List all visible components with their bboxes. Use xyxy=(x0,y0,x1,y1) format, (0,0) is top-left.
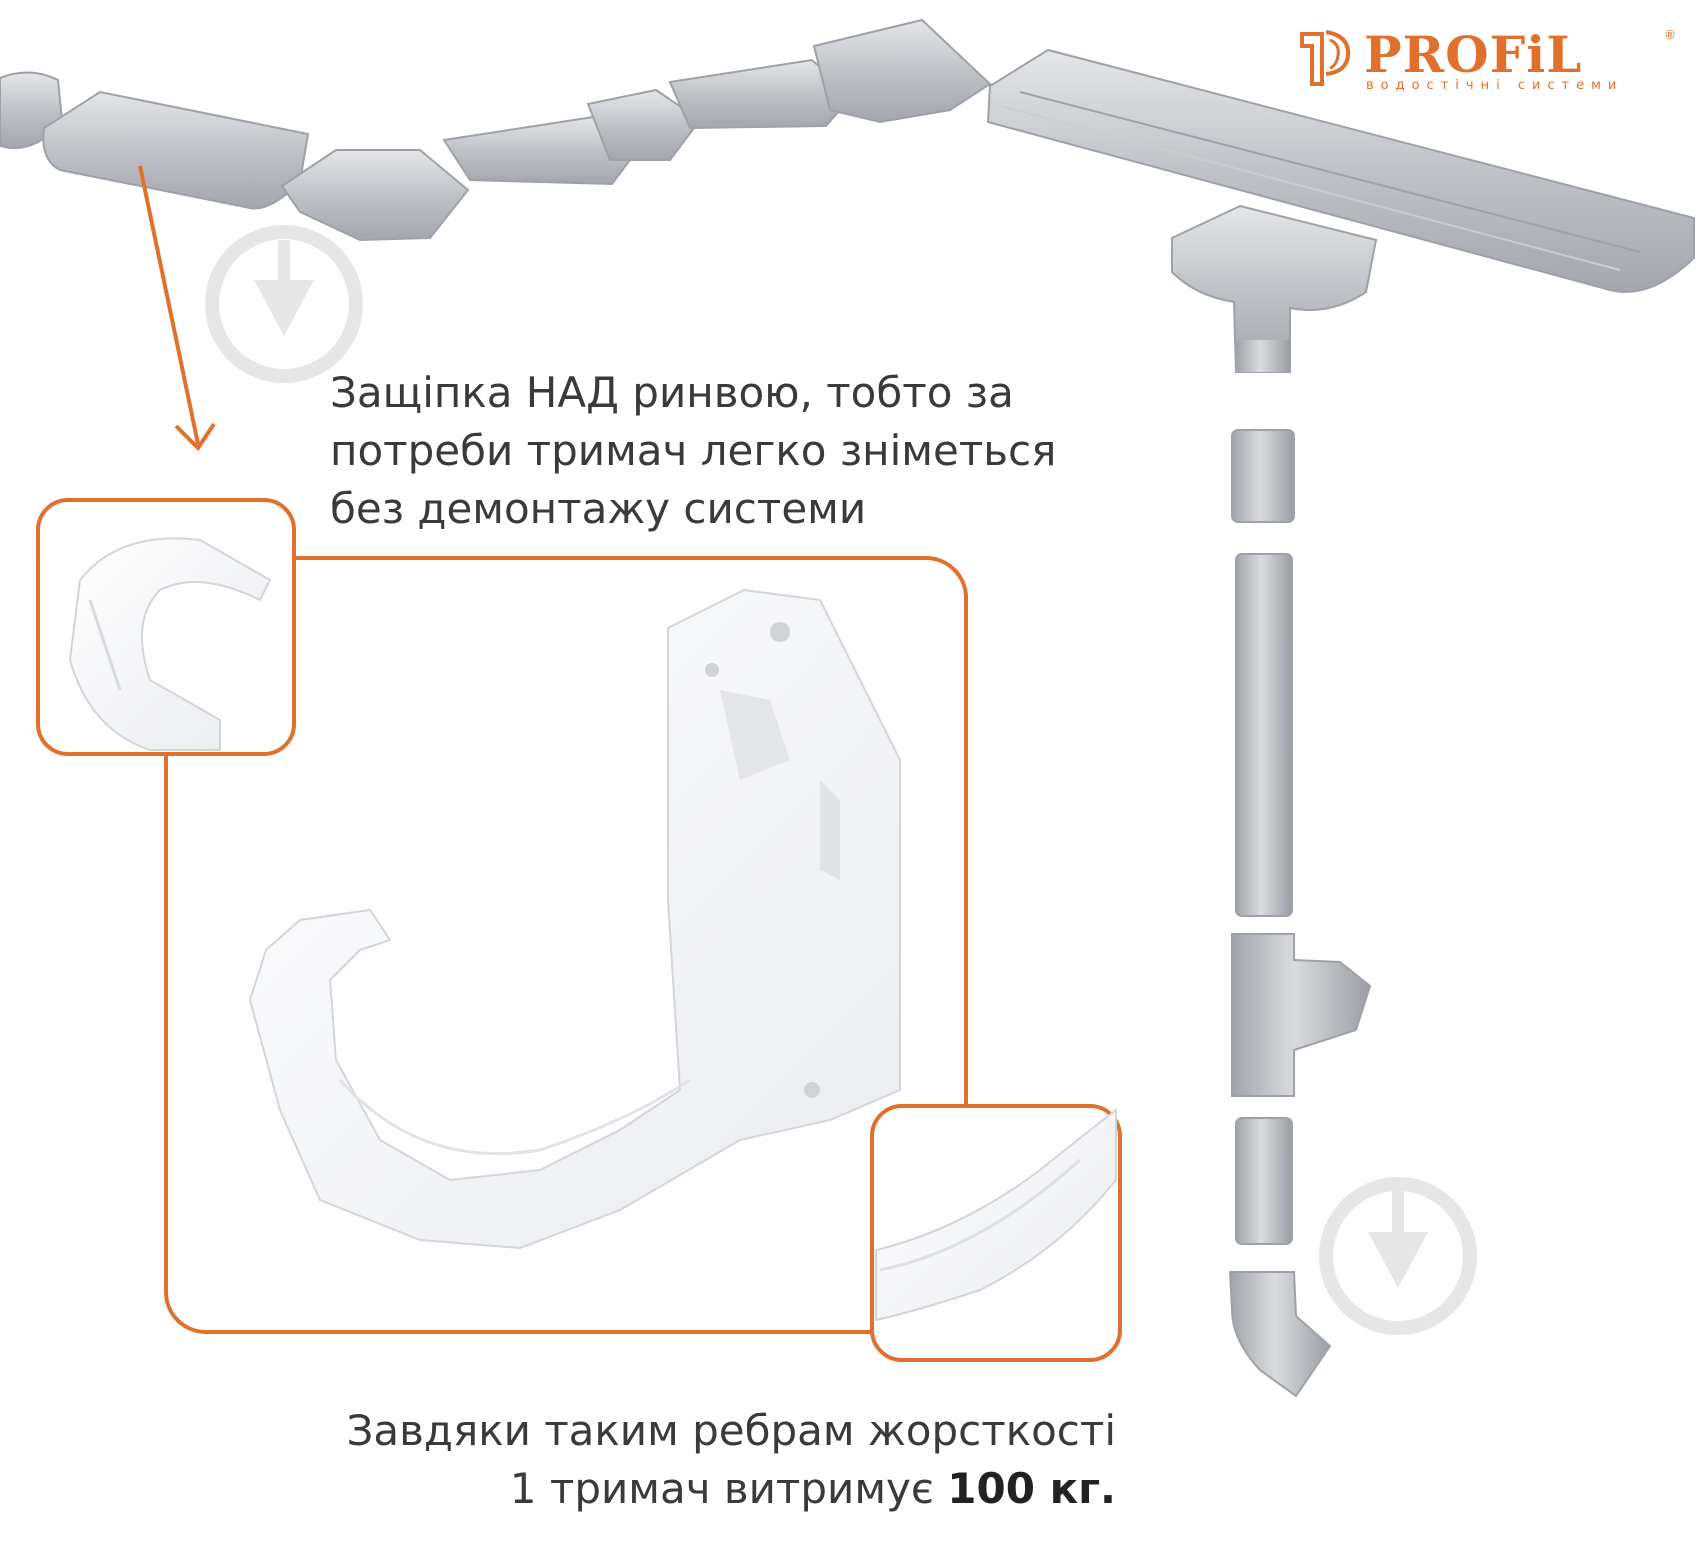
gutter-segment-2 xyxy=(442,114,638,186)
gutter-connector-1 xyxy=(280,149,470,242)
downpipe-parts xyxy=(1228,429,1372,1398)
caption-bottom: Завдяки таким ребрам жорсткості 1 тримач… xyxy=(346,1402,1116,1518)
gutter-inner-corner xyxy=(812,18,992,124)
pipe-elbow xyxy=(1228,1271,1332,1398)
watermark-drop-icon-2 xyxy=(1319,1177,1477,1335)
gutter-outlet xyxy=(1171,204,1378,373)
caption-top: Защіпка НАД ринвою, тобто за потреби три… xyxy=(330,364,1056,538)
gutter-system xyxy=(0,18,1695,293)
brand-name: PROFiL xyxy=(1364,25,1583,84)
watermark-drop-icon xyxy=(205,225,363,383)
pipe-coupler xyxy=(1231,429,1295,523)
gutter-bracket xyxy=(248,588,901,1250)
caption-top-line-3: без демонтажу системи xyxy=(330,484,867,533)
gutter-connector-2 xyxy=(586,88,702,161)
caption-top-line-2: потреби тримач легко зніметься xyxy=(330,426,1057,475)
pipe-long xyxy=(1235,553,1293,917)
registered-mark: ® xyxy=(1664,28,1676,42)
caption-bottom-line-2: 1 тримач витримує 100 кг. xyxy=(346,1460,1116,1518)
main-detail-frame xyxy=(164,556,968,1334)
caption-bottom-bold: 100 кг. xyxy=(947,1464,1116,1513)
brand-tagline: водостічні системи xyxy=(1366,78,1624,93)
caption-bottom-prefix: 1 тримач витримує xyxy=(509,1464,948,1513)
caption-bottom-line-1: Завдяки таким ребрам жорсткості xyxy=(346,1406,1116,1455)
pipe-short xyxy=(1235,1117,1293,1245)
brand-logo-icon xyxy=(1300,30,1351,86)
brand-logo: PROFiL ® водостічні системи xyxy=(1292,26,1682,96)
caption-top-line-1: Защіпка НАД ринвою, тобто за xyxy=(330,368,1014,417)
gutter-segment-1 xyxy=(42,90,310,210)
pipe-tee xyxy=(1231,933,1372,1097)
zoom-frame-ribs xyxy=(870,1104,1122,1362)
zoom-frame-clip xyxy=(36,498,296,756)
pointer-arrow xyxy=(138,165,216,452)
gutter-long-segment xyxy=(986,48,1695,293)
